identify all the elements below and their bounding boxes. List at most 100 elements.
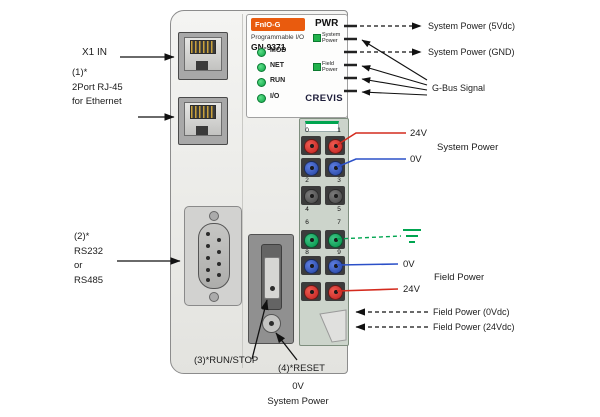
terminal-5-screw xyxy=(328,188,343,204)
db9-pin xyxy=(206,278,210,282)
terminal-2 xyxy=(301,158,321,177)
terminal-field-24v-r xyxy=(325,282,345,301)
system-power-pin-arrows xyxy=(360,22,422,56)
terminal-8 xyxy=(301,256,321,275)
field-power-label: Field Power xyxy=(434,272,485,283)
run-led-icon xyxy=(257,78,266,87)
net-led-label: NET xyxy=(270,62,284,69)
0v-top-label: 0V xyxy=(410,154,422,165)
db9-shell xyxy=(198,223,230,289)
terminal-3-screw xyxy=(328,160,343,176)
sys-power-gnd-label: System Power (GND) xyxy=(428,47,515,57)
note2-serial-label: (2)* RS232 or RS485 xyxy=(74,231,104,287)
series-badge: FnIO-G xyxy=(251,18,305,31)
run-stop-switch-track xyxy=(261,244,282,310)
rj45-port-1-tab-slot xyxy=(196,61,208,70)
terminal-7-screw xyxy=(328,232,343,248)
rj45-port-2 xyxy=(178,97,228,145)
terminal-number: 2 xyxy=(305,177,309,184)
db9-pin xyxy=(206,256,210,260)
mod-led-label: MOD xyxy=(270,47,287,54)
earth-ground-icon xyxy=(403,229,421,243)
field-power-led-icon xyxy=(313,63,321,71)
mod-led-icon xyxy=(257,48,266,57)
bottom-power-label: 0V System Power xyxy=(267,381,329,407)
note1-rj45-label: (1)* 2Port RJ-45 for Ethernet xyxy=(72,67,123,108)
terminal-9 xyxy=(325,256,345,275)
db9-pin xyxy=(206,232,210,236)
terminal-7 xyxy=(325,230,345,249)
brand-logo: CREVIS xyxy=(305,93,343,104)
field-power-24v-label: Field Power (24Vdc) xyxy=(433,322,515,332)
terminal-field-24v-l xyxy=(301,282,321,301)
serial-connector xyxy=(184,206,242,306)
terminal-3 xyxy=(325,158,345,177)
terminal-6-screw xyxy=(304,232,319,248)
field-power-0v-label: Field Power (0Vdc) xyxy=(433,307,510,317)
terminal-1 xyxy=(325,136,345,155)
terminal-number: 6 xyxy=(305,219,309,226)
terminal-number: 0 xyxy=(305,127,309,134)
reset-hole-icon xyxy=(269,321,274,326)
sys-power-5v-label: System Power (5Vdc) xyxy=(428,21,516,31)
product-type-label: Programmable I/O xyxy=(251,34,305,41)
db9-pin xyxy=(206,268,210,272)
terminal-field-24v-r-screw xyxy=(328,284,343,300)
note3-runstop-label: (3)*RUN/STOP xyxy=(194,355,259,366)
terminal-9-screw xyxy=(328,258,343,274)
terminal-5 xyxy=(325,186,345,205)
terminal-0 xyxy=(301,136,321,155)
rj45-port-2-pins xyxy=(190,105,216,119)
terminal-1-screw xyxy=(328,138,343,154)
housing-seam xyxy=(242,14,243,368)
io-led-icon xyxy=(257,94,266,103)
gbus-signal-label: G-Bus Signal xyxy=(432,83,486,93)
terminal-6 xyxy=(301,230,321,249)
rj45-port-1-pins xyxy=(190,40,216,54)
note4-reset-label: (4)*RESET xyxy=(278,363,325,374)
serial-screw-bottom xyxy=(209,292,219,302)
terminal-number: 3 xyxy=(337,177,341,184)
db9-pin xyxy=(217,238,221,242)
pwr-label: PWR xyxy=(315,18,339,29)
system-power-led-icon xyxy=(313,34,321,42)
run-stop-switch xyxy=(264,257,280,299)
system-power-indicator-label: System Power xyxy=(322,32,341,45)
db9-pin xyxy=(217,250,221,254)
run-led-label: RUN xyxy=(270,77,286,84)
switch-module xyxy=(248,234,294,344)
switch-hole-icon xyxy=(269,286,275,291)
serial-screw-top xyxy=(209,211,219,221)
terminal-number: 5 xyxy=(337,206,341,213)
field-power-indicator-label: Field Power xyxy=(322,61,338,74)
terminal-number: 1 xyxy=(337,127,341,134)
db9-pin xyxy=(217,273,221,277)
net-led-icon xyxy=(257,63,266,72)
24v-top-label: 24V xyxy=(410,128,427,139)
io-led-label: I/O xyxy=(270,93,280,100)
field-power-arrows xyxy=(355,308,428,331)
front-label-panel: FnIO-G Programmable I/O GN-9371 PWR Syst… xyxy=(246,14,348,118)
terminal-number: 4 xyxy=(305,206,309,213)
rj45-port-1 xyxy=(178,32,228,80)
terminal-2-screw xyxy=(304,160,319,176)
db9-pin xyxy=(217,262,221,266)
model-number: GN-9371 xyxy=(251,42,286,52)
terminal-8-screw xyxy=(304,258,319,274)
24v-field-label: 24V xyxy=(403,284,420,295)
terminal-field-24v-l-screw xyxy=(304,284,319,300)
terminal-4 xyxy=(301,186,321,205)
terminal-block-marker xyxy=(305,121,339,132)
0v-field-label: 0V xyxy=(403,259,415,270)
terminal-number: 8 xyxy=(305,249,309,256)
db9-pin xyxy=(206,244,210,248)
terminal-0-screw xyxy=(304,138,319,154)
system-power-label: System Power xyxy=(437,142,499,153)
x1-in-label: X1 IN xyxy=(82,47,108,58)
rj45-port-2-tab-slot xyxy=(196,126,208,135)
reset-button xyxy=(262,314,281,333)
terminal-number: 7 xyxy=(337,219,341,226)
terminal-number: 9 xyxy=(337,249,341,256)
terminal-4-screw xyxy=(304,188,319,204)
